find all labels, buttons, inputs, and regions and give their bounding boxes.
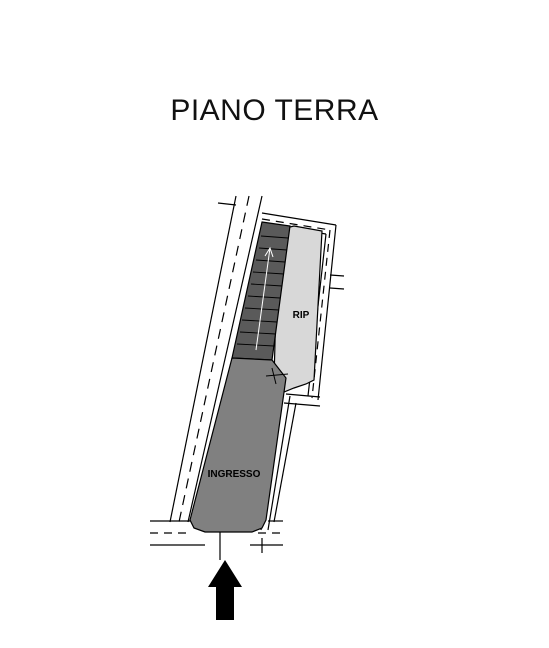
wall-centerline bbox=[178, 195, 250, 523]
inner-right-wall-line bbox=[267, 395, 291, 531]
outer-wall-line bbox=[187, 195, 263, 523]
inner-right-wall-line bbox=[273, 402, 297, 523]
top-wall-centerline bbox=[261, 218, 331, 231]
page-title: PIANO TERRA bbox=[170, 94, 379, 127]
wall-tick bbox=[329, 287, 345, 290]
wall-tick bbox=[329, 274, 345, 277]
step-wall-line bbox=[285, 393, 321, 398]
entrance-arrow-icon bbox=[208, 560, 242, 620]
top-wall-line bbox=[261, 212, 337, 226]
room-label-rip: RIP bbox=[293, 310, 310, 321]
right-wall-line bbox=[317, 224, 337, 401]
stair-direction-arrow bbox=[255, 246, 274, 351]
room-label-ingresso: INGRESSO bbox=[208, 469, 261, 480]
wall-tick bbox=[217, 202, 237, 206]
room-ingresso bbox=[189, 357, 287, 533]
door-marks bbox=[265, 367, 289, 385]
step-wall-line bbox=[283, 402, 321, 407]
outer-wall-line bbox=[169, 195, 237, 523]
